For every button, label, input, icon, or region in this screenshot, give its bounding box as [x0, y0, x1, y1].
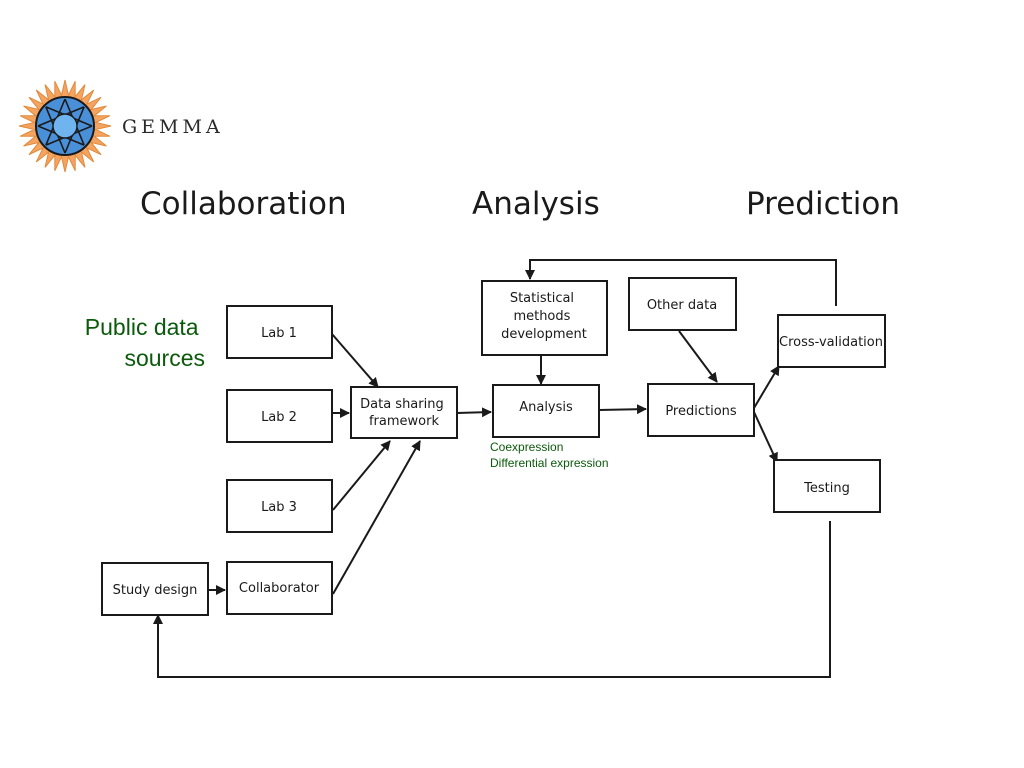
analysis-note-coexpression: Coexpression [490, 440, 563, 454]
node-testing-line-1: Testing [803, 481, 850, 496]
node-statistical-methods-line-2: methods [513, 309, 570, 324]
node-data-sharing-box [350, 386, 458, 439]
node-other-data-label: Other data [647, 298, 717, 313]
edge-lab1-to-data-sharing [331, 333, 379, 388]
node-predictions-label: Predictions [665, 404, 737, 419]
node-statistical-methods-box [481, 280, 608, 356]
node-collaborator-box [226, 561, 333, 615]
sunburst-logo-icon [18, 79, 112, 173]
node-predictions-box [647, 383, 755, 437]
node-lab2-label: Lab 2 [261, 410, 297, 425]
node-lab1-label: Lab 1 [261, 326, 297, 341]
node-study-design-line-1: Study design [113, 583, 198, 598]
node-collaborator-label: Collaborator [239, 581, 320, 596]
node-testing-box [773, 459, 881, 513]
node-data-sharing-label: Data sharing framework [360, 397, 448, 429]
node-predictions-line-1: Predictions [665, 404, 737, 419]
public-data-sources-line-1: Public data [85, 314, 199, 340]
node-analysis-label: Analysis [519, 400, 573, 415]
node-cross-validation-line-1: Cross-validation [779, 335, 883, 350]
node-lab1-line-1: Lab 1 [261, 326, 297, 341]
edge-lab3-to-data-sharing [332, 440, 391, 511]
heading-analysis: Analysis [472, 186, 600, 222]
node-data-sharing-line-1: Data sharing [360, 397, 444, 412]
node-analysis-box [492, 384, 600, 438]
edge-cross-validation-to-statistical-methods [525, 259, 837, 306]
public-data-sources-line-2: sources [124, 345, 205, 371]
node-study-design-box [101, 562, 209, 616]
node-lab3-line-1: Lab 3 [261, 500, 297, 515]
node-analysis-line-1: Analysis [519, 400, 573, 415]
node-statistical-methods-line-3: development [501, 327, 587, 342]
node-collaborator-line-1: Collaborator [239, 581, 320, 596]
node-study-design-label: Study design [113, 583, 198, 598]
edge-predictions-to-cross-validation [753, 365, 780, 409]
node-cross-validation-box [777, 314, 886, 368]
edge-other-data-to-predictions [678, 330, 718, 383]
node-lab2-box [226, 389, 333, 443]
node-lab3-label: Lab 3 [261, 500, 297, 515]
node-statistical-methods-line-1: Statistical [510, 291, 574, 306]
node-other-data-line-1: Other data [647, 298, 717, 313]
edge-collaborator-to-data-sharing [332, 440, 421, 595]
nodes-layer: Lab 1 Lab 2 Lab 3 Study design Collabora… [101, 277, 886, 616]
edge-predictions-to-testing [753, 411, 778, 463]
node-testing-label: Testing [803, 481, 850, 496]
node-lab1-box [226, 305, 333, 359]
node-lab2-line-1: Lab 2 [261, 410, 297, 425]
edge-data-sharing-to-analysis [456, 407, 492, 418]
edge-analysis-to-predictions [598, 404, 647, 415]
node-lab3-box [226, 479, 333, 533]
analysis-note-differential-expression: Differential expression [490, 456, 609, 470]
node-statistical-methods-label: Statistical methods development [501, 291, 587, 342]
heading-prediction: Prediction [746, 186, 900, 222]
node-data-sharing-line-2: framework [369, 414, 439, 429]
node-cross-validation-label: Cross-validation [779, 335, 883, 350]
node-other-data-box [628, 277, 737, 331]
public-data-sources-label: Public data sources [85, 314, 205, 371]
heading-collaboration: Collaboration [140, 186, 347, 222]
analysis-notes: Coexpression Differential expression [490, 440, 609, 470]
brand-name: GEMMA [122, 116, 224, 138]
edges-layer [153, 259, 837, 678]
edge-testing-to-study-design [153, 521, 831, 678]
